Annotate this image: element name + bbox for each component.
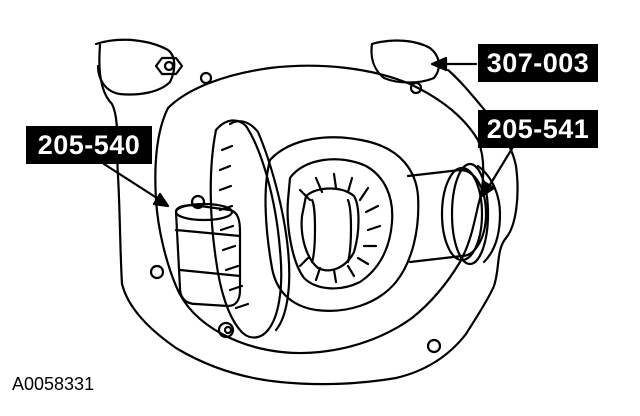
housing-opening	[154, 64, 485, 355]
bolt-hole	[149, 264, 165, 280]
right-shim	[476, 164, 502, 264]
cap-bolt	[154, 56, 184, 76]
callout-205-540: 205-540	[26, 126, 152, 164]
bolt-hole	[426, 338, 442, 354]
callout-205-541: 205-541	[478, 110, 598, 148]
cap-bolt-center	[163, 60, 175, 72]
differential-case	[264, 136, 420, 312]
leader-540-arrow	[152, 192, 170, 208]
ring-gear	[209, 119, 283, 339]
ring-gear-face	[228, 120, 291, 332]
case-window	[286, 158, 394, 290]
right-bearing-cap	[370, 39, 440, 84]
bolt-hole	[199, 71, 213, 85]
left-bearing-cap	[94, 38, 176, 96]
bolt-hole	[223, 325, 233, 335]
spider-gear-teeth	[298, 172, 382, 284]
figure-id: A0058331	[12, 374, 95, 394]
housing-outline	[98, 43, 519, 386]
bolt-hole	[217, 321, 235, 339]
pinion-shaft	[310, 198, 353, 264]
callout-307-003: 307-003	[478, 44, 598, 82]
leader-541-arrow	[480, 180, 496, 198]
spider-gear	[300, 187, 360, 272]
leader-541	[486, 140, 518, 190]
left-bearing-bolt	[190, 194, 206, 210]
leader-307-arrow	[430, 56, 448, 72]
right-hub	[406, 168, 488, 264]
left-bearing-ridge	[174, 228, 242, 278]
right-bearing-cup	[450, 162, 490, 266]
leader-540	[102, 162, 162, 202]
ring-gear-teeth	[218, 144, 250, 310]
